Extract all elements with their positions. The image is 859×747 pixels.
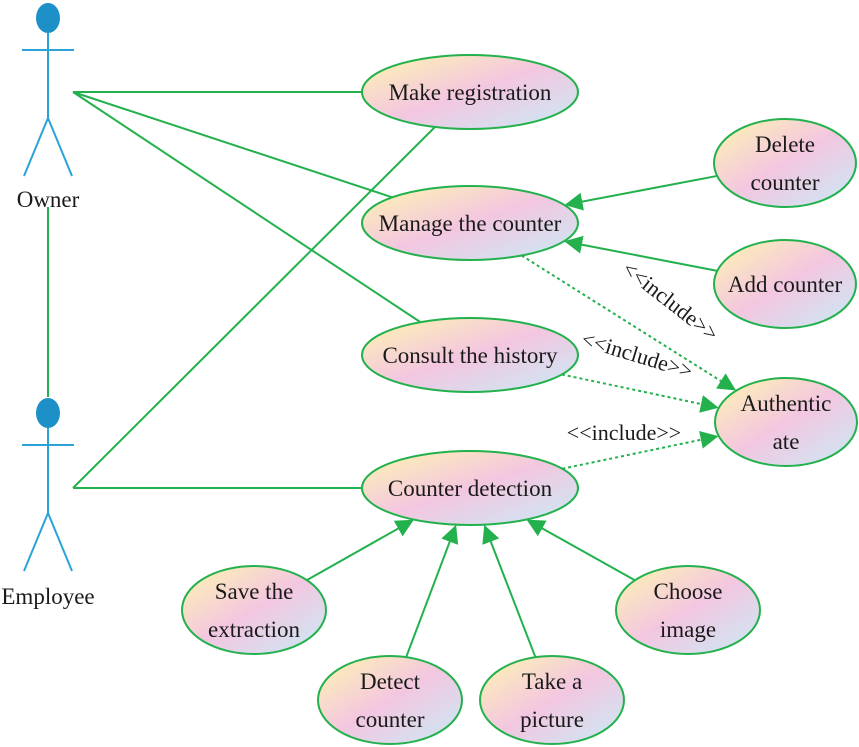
use-case-make-registration: Make registration xyxy=(361,54,579,130)
connectors xyxy=(47,91,737,658)
use-case-consult-history: Consult the history xyxy=(361,317,579,393)
use-case-take-picture: Take a picture xyxy=(479,655,625,745)
use-case-label: Make registration xyxy=(389,80,552,105)
use-case-label: Choose xyxy=(654,579,723,604)
use-case-save-extraction: Save the extraction xyxy=(181,565,327,655)
use-case-label: Add counter xyxy=(728,272,843,297)
use-case-label: Authentic xyxy=(741,391,832,416)
actor-head xyxy=(36,3,60,33)
use-case-label: Delete xyxy=(755,132,815,157)
use-case-label: counter xyxy=(356,707,425,732)
extension-add-counter-manage-counter xyxy=(564,235,718,272)
use-case-authenticate: Authentic ate xyxy=(714,377,858,467)
extension-save-extraction-counter-detection xyxy=(306,519,414,582)
use-case-label: Manage the counter xyxy=(379,211,562,236)
actor-label: Owner xyxy=(17,187,80,212)
use-case-label: Take a xyxy=(522,669,582,694)
use-case-label: extraction xyxy=(208,617,300,642)
use-case-counter-detection: Counter detection xyxy=(361,450,579,526)
use-case-label: Detect xyxy=(360,669,421,694)
use-case-label: picture xyxy=(520,707,584,732)
include-consult-history-authenticate xyxy=(561,373,719,413)
use-case-ellipse xyxy=(317,655,463,745)
actor-employee: Employee xyxy=(1,398,95,609)
actor-owner: Owner xyxy=(17,3,80,212)
use-case-ellipse xyxy=(713,118,857,208)
use-case-label: Counter detection xyxy=(388,476,553,501)
association-owner-manage-counter xyxy=(72,91,393,199)
use-case-ellipse xyxy=(713,239,857,329)
use-case-label: image xyxy=(660,617,716,642)
use-case-label: counter xyxy=(751,170,820,195)
use-case-ellipse xyxy=(361,185,579,261)
use-case-label: ate xyxy=(773,429,800,454)
use-case-ellipse xyxy=(361,450,579,526)
actor-right-leg xyxy=(47,512,73,572)
use-case-ellipse xyxy=(479,655,625,745)
use-case-label: Save the xyxy=(215,579,294,604)
use-case-ellipse xyxy=(714,377,858,467)
actor-left-leg xyxy=(23,512,49,572)
extension-delete-counter-manage-counter xyxy=(564,174,718,211)
use-case-choose-image: Choose image xyxy=(615,565,761,655)
include-counter-detection-authenticate xyxy=(562,430,719,470)
association-owner-consult-history xyxy=(72,91,421,323)
actor-left-leg xyxy=(23,117,49,177)
use-case-ellipse xyxy=(615,565,761,655)
use-case-ellipse xyxy=(181,565,327,655)
use-case-detect-counter: Detect counter xyxy=(317,655,463,745)
use-case-delete-counter: Delete counter xyxy=(713,118,857,208)
include-labels: <<include>><<include>><<include>> xyxy=(567,256,724,445)
use-case-manage-counter: Manage the counter xyxy=(361,185,579,261)
use-case-ellipse xyxy=(361,54,579,130)
use-case-ellipse xyxy=(361,317,579,393)
include-label-3: <<include>> xyxy=(567,420,681,445)
include-label-2: <<include>> xyxy=(579,326,696,383)
use-case-add-counter: Add counter xyxy=(713,239,857,329)
association-employee-make-registration xyxy=(72,126,436,489)
actor-head xyxy=(36,398,60,428)
extension-take-picture-counter-detection xyxy=(482,524,537,658)
actor-label: Employee xyxy=(1,584,94,609)
use-case-label: Consult the history xyxy=(382,343,558,368)
extension-detect-counter-counter-detection xyxy=(405,524,459,658)
actor-right-leg xyxy=(47,117,73,177)
extension-choose-image-counter-detection xyxy=(526,519,636,582)
